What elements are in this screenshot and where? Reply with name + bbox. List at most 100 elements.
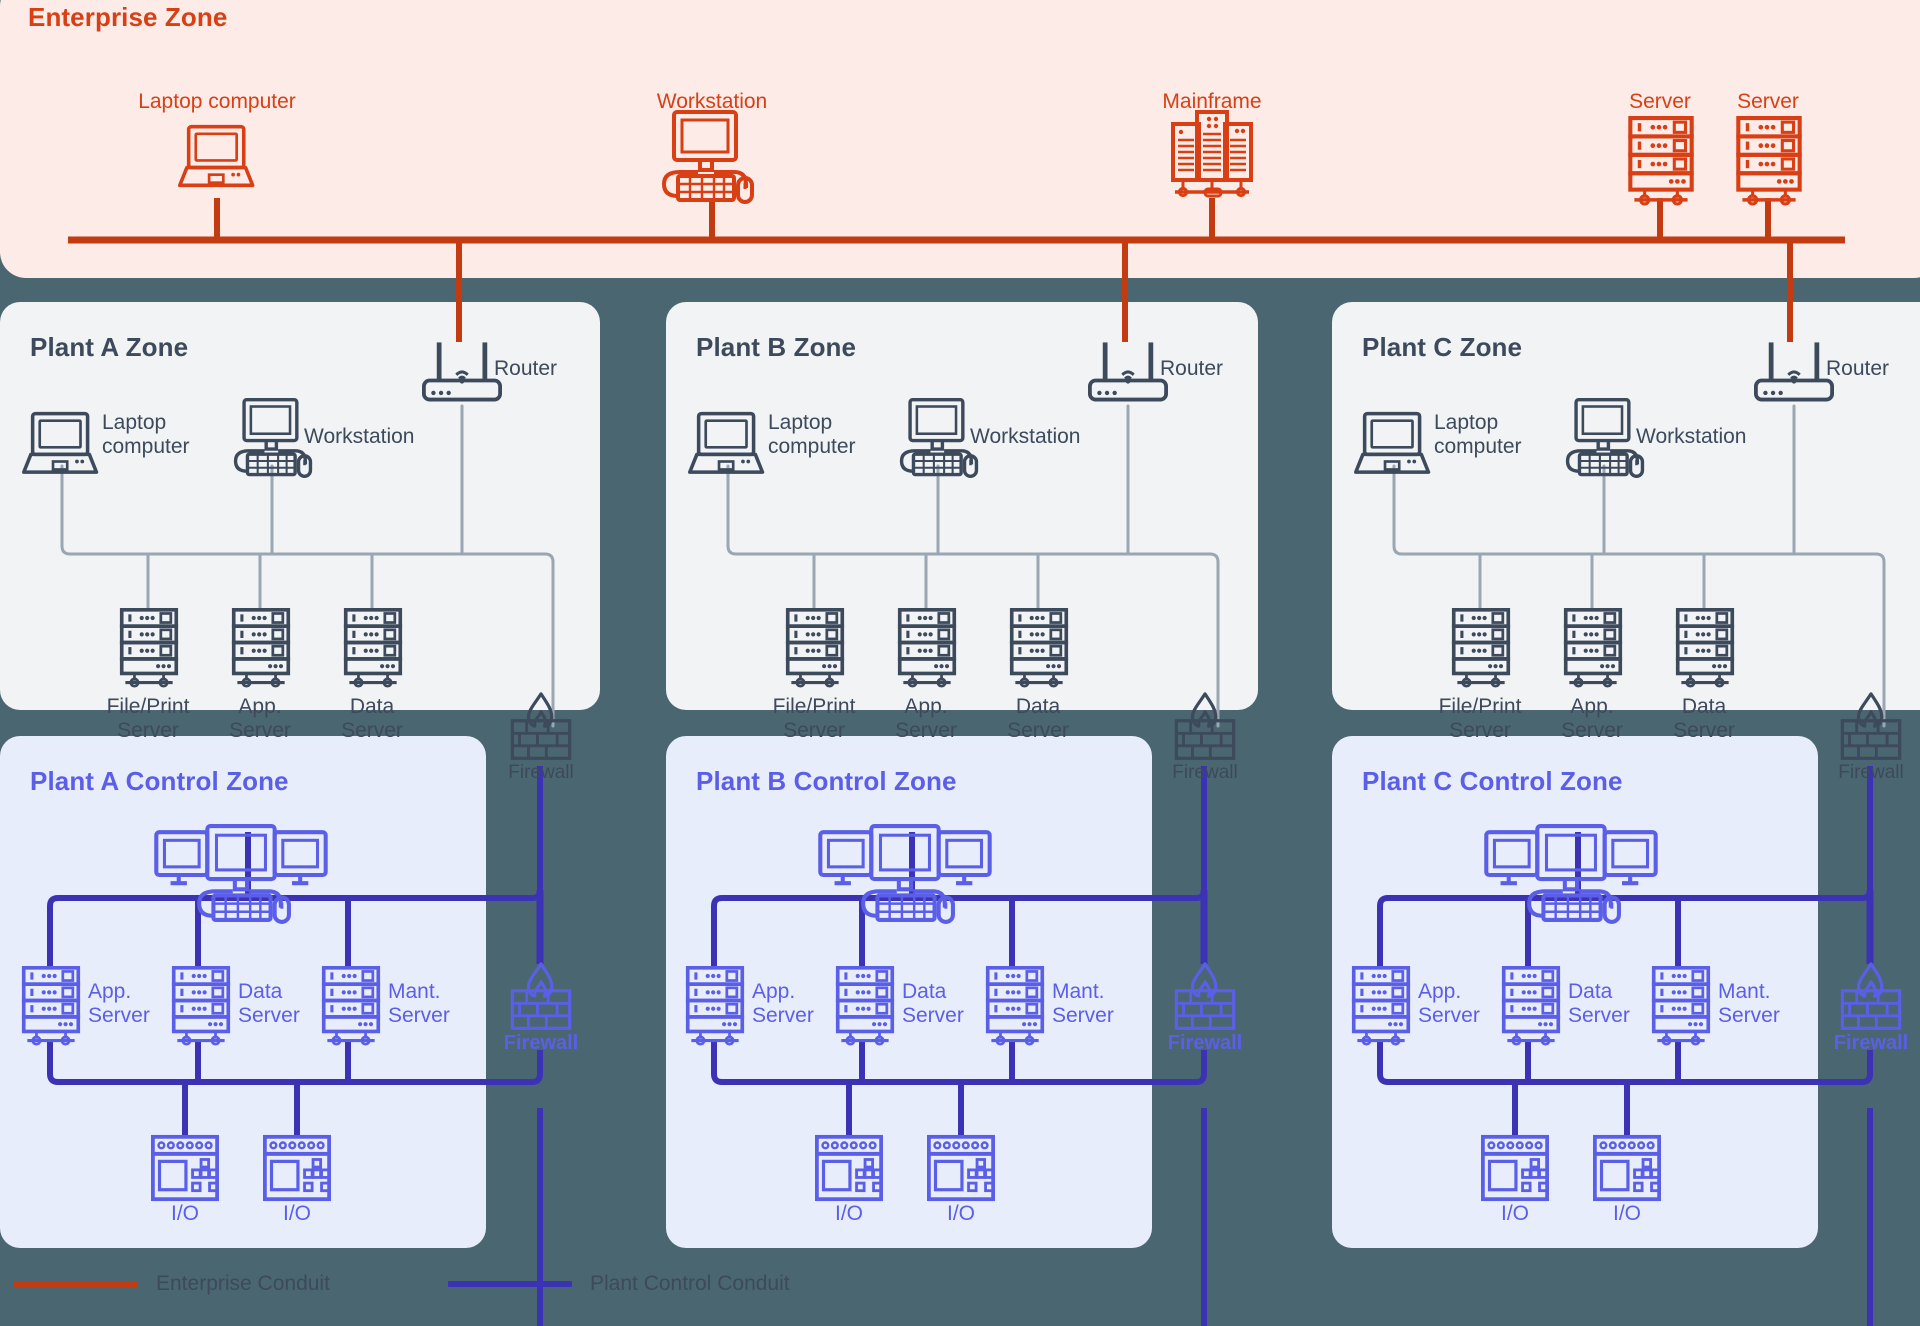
control-a-server-3[interactable]: [320, 966, 382, 1046]
plant-a-laptop-label-line2: computer: [102, 434, 190, 458]
plant-b-laptop[interactable]: [688, 406, 766, 478]
plant-a-zone-title: Plant A Zone: [30, 332, 189, 362]
enterprise-server-2-label: Server: [1737, 90, 1799, 113]
plant-b-server-1[interactable]: [784, 608, 846, 688]
control-c-hmi[interactable]: [1482, 824, 1662, 924]
legend-item-enterprise-conduit: Enterprise Conduit: [14, 1272, 330, 1296]
enterprise-laptop[interactable]: [178, 118, 258, 194]
plant-c-server-2[interactable]: [1562, 608, 1624, 688]
plant-a-firewall-label: Firewall: [508, 762, 574, 783]
control-a-server-2[interactable]: [170, 966, 232, 1046]
plant-a-server-3-line2: Server: [341, 718, 403, 742]
control-b-server-3-line1: Mant.: [1052, 980, 1105, 1003]
enterprise-mainframe-label: Mainframe: [1162, 90, 1262, 113]
plant-c-firewall[interactable]: [1837, 692, 1905, 762]
legend-swatch-enterprise: [14, 1281, 138, 1287]
plant-a-bus: [60, 464, 555, 728]
plant-c-laptop-label-line1: Laptop: [1434, 411, 1499, 434]
plant-a-server-2-line2: Server: [229, 718, 291, 742]
plant-a-server-2[interactable]: [230, 608, 292, 688]
control-a-firewall-label: Firewall: [503, 1032, 579, 1054]
plant-c-server-1-line2: Server: [1449, 718, 1511, 742]
plant-b-server-3-line1: Data: [1015, 695, 1061, 718]
control-b-hmi[interactable]: [816, 824, 996, 924]
control-a-io-1[interactable]: [151, 1134, 219, 1202]
ctrl-b-lower-bus: [711, 1042, 1207, 1085]
enterprise-workstation[interactable]: [660, 110, 756, 204]
control-b-server-2[interactable]: [834, 966, 896, 1046]
plant-a-server-1-line2: Server: [117, 718, 179, 742]
plant-a-server-1[interactable]: [118, 608, 180, 688]
control-b-server-2-line2: Server: [902, 1003, 964, 1027]
control-b-server-1-line2: Server: [752, 1003, 814, 1027]
plant-a-zone: Plant A Zone: [0, 302, 600, 710]
plant-a-workstation[interactable]: [232, 398, 314, 478]
plant-b-zone-title: Plant B Zone: [696, 332, 857, 362]
plant-a-firewall[interactable]: [507, 692, 575, 762]
plant-c-server-1-line1: File/Print: [1438, 695, 1522, 718]
plant-c-router[interactable]: [1754, 340, 1834, 402]
plant-b-server-2[interactable]: [896, 608, 958, 688]
control-a-server-1[interactable]: [20, 966, 82, 1046]
control-c-server-2-line2: Server: [1568, 1003, 1630, 1027]
plant-b-router[interactable]: [1088, 340, 1168, 402]
plant-a-router[interactable]: [422, 340, 502, 402]
control-a-firewall[interactable]: [507, 962, 575, 1032]
control-c-server-1-line1: App.: [1418, 980, 1462, 1003]
control-a-conduits: [47, 766, 544, 1326]
plant-c-workstation[interactable]: [1564, 398, 1646, 478]
enterprise-server-1-label: Server: [1629, 90, 1691, 113]
plant-b-links: [726, 404, 1220, 728]
control-b-firewall[interactable]: [1171, 962, 1239, 1032]
plant-a-router-label: Router: [494, 357, 558, 380]
plant-b-server-2-label: App. Server: [895, 695, 957, 742]
control-a-io-2[interactable]: [263, 1134, 331, 1202]
plant-c-links: [1392, 404, 1886, 728]
enterprise-server-2[interactable]: [1734, 116, 1804, 206]
enterprise-server-1[interactable]: [1626, 116, 1696, 206]
control-b-io-1[interactable]: [815, 1134, 883, 1202]
plant-c-server-1-label: File/Print Server: [1439, 695, 1522, 742]
plant-c-control-zone: Plant C Control Zone: [1332, 736, 1818, 1248]
control-c-conduits: [1377, 766, 1874, 1326]
plant-a-server-2-line1: App.: [238, 695, 282, 718]
plant-b-firewall[interactable]: [1171, 692, 1239, 762]
plant-c-control-zone-title: Plant C Control Zone: [1362, 766, 1623, 796]
plant-a-laptop[interactable]: [22, 406, 100, 478]
plant-c-server-3[interactable]: [1674, 608, 1736, 688]
plant-b-server-2-line2: Server: [895, 718, 957, 742]
control-b-io-2[interactable]: [927, 1134, 995, 1202]
control-c-io-2[interactable]: [1593, 1134, 1661, 1202]
enterprise-zone-title: Enterprise Zone: [28, 2, 228, 32]
control-c-firewall[interactable]: [1837, 962, 1905, 1032]
enterprise-mainframe[interactable]: [1170, 110, 1256, 200]
plant-a-control-zone: Plant A Control Zone: [0, 736, 486, 1248]
plant-a-server-3[interactable]: [342, 608, 404, 688]
control-c-io-1[interactable]: [1481, 1134, 1549, 1202]
control-c-firewall-label: Firewall: [1833, 1032, 1909, 1054]
plant-a-laptop-label: Laptop computer: [102, 411, 190, 458]
control-a-hmi[interactable]: [152, 824, 332, 924]
plant-c-server-1[interactable]: [1450, 608, 1512, 688]
plant-c-zone: Plant C Zone: [1332, 302, 1920, 710]
plant-c-server-3-line2: Server: [1673, 718, 1735, 742]
legend-label-enterprise: Enterprise Conduit: [156, 1272, 330, 1295]
control-a-server-1-line2: Server: [88, 1003, 150, 1027]
control-b-server-3[interactable]: [984, 966, 1046, 1046]
control-b-conduits: [711, 766, 1208, 1326]
plant-b-workstation[interactable]: [898, 398, 980, 478]
control-c-server-3[interactable]: [1650, 966, 1712, 1046]
control-b-io-2-label: I/O: [946, 1202, 976, 1225]
control-a-server-2-label: Data Server: [238, 980, 300, 1027]
control-c-server-2[interactable]: [1500, 966, 1562, 1046]
plant-c-server-2-line2: Server: [1561, 718, 1623, 742]
plant-b-server-3[interactable]: [1008, 608, 1070, 688]
legend-item-plant-control-conduit: Plant Control Conduit: [448, 1272, 790, 1296]
control-a-io-2-label: I/O: [282, 1202, 312, 1225]
control-b-server-1[interactable]: [684, 966, 746, 1046]
plant-c-laptop[interactable]: [1354, 406, 1432, 478]
enterprise-workstation-label: Workstation: [656, 90, 768, 113]
control-c-server-1[interactable]: [1350, 966, 1412, 1046]
plant-c-workstation-label: Workstation: [1636, 425, 1747, 448]
control-b-server-1-line1: App.: [752, 980, 796, 1003]
